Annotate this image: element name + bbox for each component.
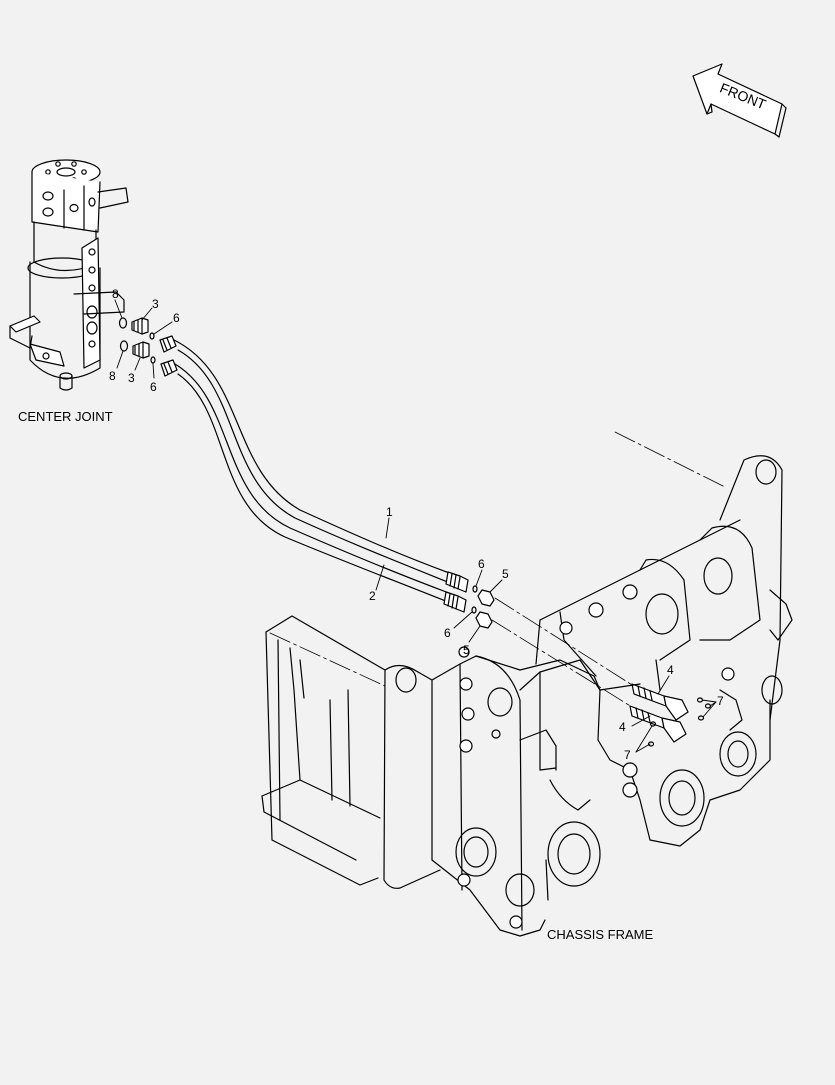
center-joint-label: CENTER JOINT [18, 409, 113, 424]
callout-7-upper: 7 [717, 694, 724, 708]
callout-7-lower: 7 [624, 748, 631, 762]
callout-1: 1 [386, 505, 393, 519]
callout-8-lower: 8 [109, 369, 116, 383]
hoses [173, 339, 453, 603]
adapters [131, 317, 150, 359]
callout-5-lower: 5 [463, 643, 470, 657]
callout-4-lower: 4 [619, 720, 626, 734]
chassis-frame-label: CHASSIS FRAME [547, 927, 654, 942]
leader-lines [114, 299, 717, 753]
callout-6-upper: 6 [173, 311, 180, 325]
front-arrow-icon [692, 63, 787, 138]
o-rings [118, 317, 129, 352]
callout-3-lower: 3 [128, 371, 135, 385]
callout-3-upper: 3 [152, 297, 159, 311]
callout-6-frame-upper: 6 [478, 557, 485, 571]
callout-2: 2 [369, 589, 376, 603]
callout-5-upper: 5 [502, 567, 509, 581]
hose-end-fittings-upper [159, 335, 178, 377]
frame-fittings [629, 683, 712, 747]
hose-end-fittings-lower [443, 571, 469, 613]
chassis-frame-drawing [261, 455, 793, 937]
center-joint-drawing [9, 159, 129, 391]
callout-6-lower: 6 [150, 380, 157, 394]
callout-8-upper: 8 [112, 287, 119, 301]
callout-4-upper: 4 [667, 663, 674, 677]
callout-6-frame-lower: 6 [444, 626, 451, 640]
